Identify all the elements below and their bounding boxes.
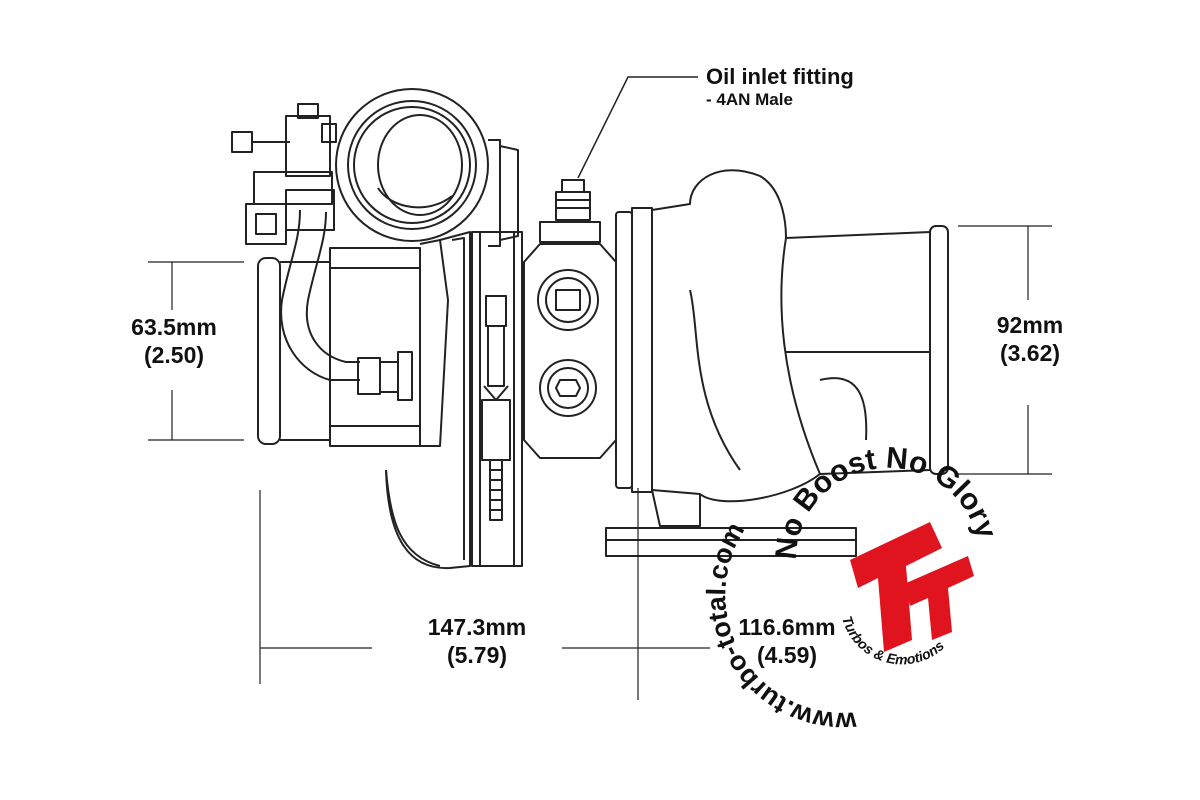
compressor-outlet	[335, 88, 519, 247]
dimension-overall-left-metric: 147.3mm	[427, 614, 527, 640]
dimension-overall-right-metric: 116.6mm	[738, 614, 836, 640]
dimension-overall-right: 116.6mm (4.59)	[712, 614, 862, 669]
dimension-compressor-inlet-imperial: (2.50)	[143, 341, 205, 368]
oil-inlet-title: Oil inlet fitting	[706, 64, 854, 89]
dimension-overall-left: 147.3mm (5.79)	[392, 614, 562, 669]
compressor-inlet	[257, 239, 449, 447]
turbine-inlet-flange	[605, 489, 857, 557]
dimension-overall-right-imperial: (4.59)	[756, 641, 818, 668]
oil-inlet-subtitle: - 4AN Male	[706, 90, 793, 110]
turbine-housing	[615, 169, 949, 503]
compressor-housing	[385, 231, 471, 570]
dimension-compressor-inlet: 63.5mm (2.50)	[104, 314, 244, 369]
oil-inlet-fitting	[539, 179, 601, 243]
dimension-overall-left-imperial: (5.79)	[446, 641, 508, 668]
oil-inlet-leader	[577, 76, 698, 179]
coolant-hose	[280, 209, 413, 401]
center-housing	[471, 231, 523, 567]
watermark-logo	[850, 522, 974, 652]
dimension-compressor-inlet-metric: 63.5mm	[131, 314, 217, 340]
oil-inlet-callout: Oil inlet fitting - 4AN Male	[706, 64, 854, 111]
dimension-lines	[148, 225, 1052, 700]
dimension-turbine-outlet-metric: 92mm	[996, 312, 1064, 338]
dimension-turbine-outlet-imperial: (3.62)	[999, 339, 1061, 366]
bypass-valve	[231, 103, 337, 245]
dimension-turbine-outlet: 92mm (3.62)	[960, 312, 1100, 367]
